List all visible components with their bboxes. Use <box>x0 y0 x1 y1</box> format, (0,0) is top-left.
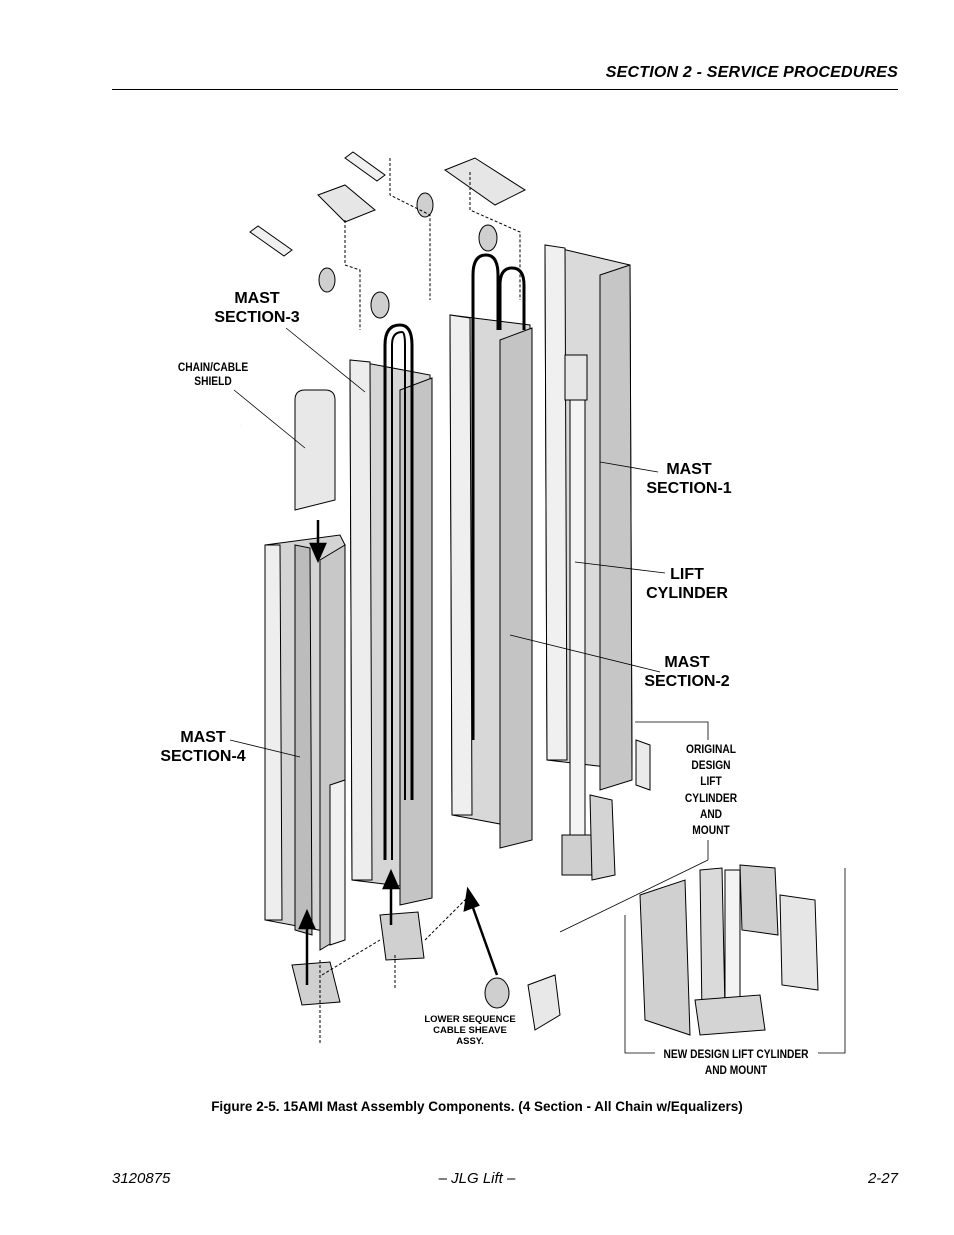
section-header-title: SECTION 2 - SERVICE PROCEDURES <box>605 64 898 81</box>
label-mast-section-4: MAST SECTION-4 <box>155 728 251 766</box>
label-line: NEW DESIGN LIFT CYLINDER <box>663 1047 809 1061</box>
label-lift-cylinder: LIFT CYLINDER <box>637 565 737 603</box>
label-line: CYLINDER <box>684 790 738 805</box>
label-line: AND MOUNT <box>704 1063 768 1078</box>
label-line: ASSY. <box>456 1035 484 1047</box>
figure-caption: Figure 2-5. 15AMI Mast Assembly Componen… <box>211 1099 743 1114</box>
label-line: SECTION-3 <box>214 309 300 327</box>
label-line: MAST <box>664 654 710 671</box>
label-line: CYLINDER <box>646 585 728 603</box>
label-lower-sequence-sheave: LOWER SEQUENCE CABLE SHEAVE ASSY. <box>415 1014 525 1048</box>
label-line: MAST <box>234 290 280 307</box>
label-mast-section-1: MAST SECTION-1 <box>640 460 738 498</box>
label-line: ORIGINAL <box>686 742 736 756</box>
label-chain-cable-shield: CHAIN/CABLE SHIELD <box>171 360 256 389</box>
header-rule <box>112 89 898 90</box>
label-line: MOUNT <box>692 822 730 837</box>
label-line: CABLE SHEAVE <box>433 1024 507 1036</box>
footer-doc-number: 3120875 <box>112 1170 171 1187</box>
label-line: CHAIN/CABLE <box>177 360 249 374</box>
label-mast-section-3: MAST SECTION-3 <box>210 289 304 327</box>
label-line: SECTION-2 <box>644 673 730 691</box>
label-line: MAST <box>666 461 712 478</box>
label-line: AND <box>699 806 723 821</box>
label-line: DESIGN <box>691 758 731 773</box>
label-mast-section-2: MAST SECTION-2 <box>638 653 736 691</box>
label-line: MAST <box>180 729 226 746</box>
label-new-design-mount: NEW DESIGN LIFT CYLINDER AND MOUNT <box>660 1046 813 1078</box>
label-line: LOWER SEQUENCE <box>424 1014 516 1025</box>
footer-publisher: – JLG Lift – <box>438 1170 516 1187</box>
footer-page-number: 2-27 <box>867 1170 898 1187</box>
label-line: SECTION-1 <box>646 480 732 498</box>
label-line: LIFT <box>670 566 704 583</box>
label-line: SHIELD <box>194 374 232 389</box>
label-line: LIFT <box>700 774 722 789</box>
label-line: SECTION-4 <box>160 748 246 766</box>
label-original-design-mount: ORIGINAL DESIGN LIFT CYLINDER AND MOUNT <box>673 741 750 838</box>
